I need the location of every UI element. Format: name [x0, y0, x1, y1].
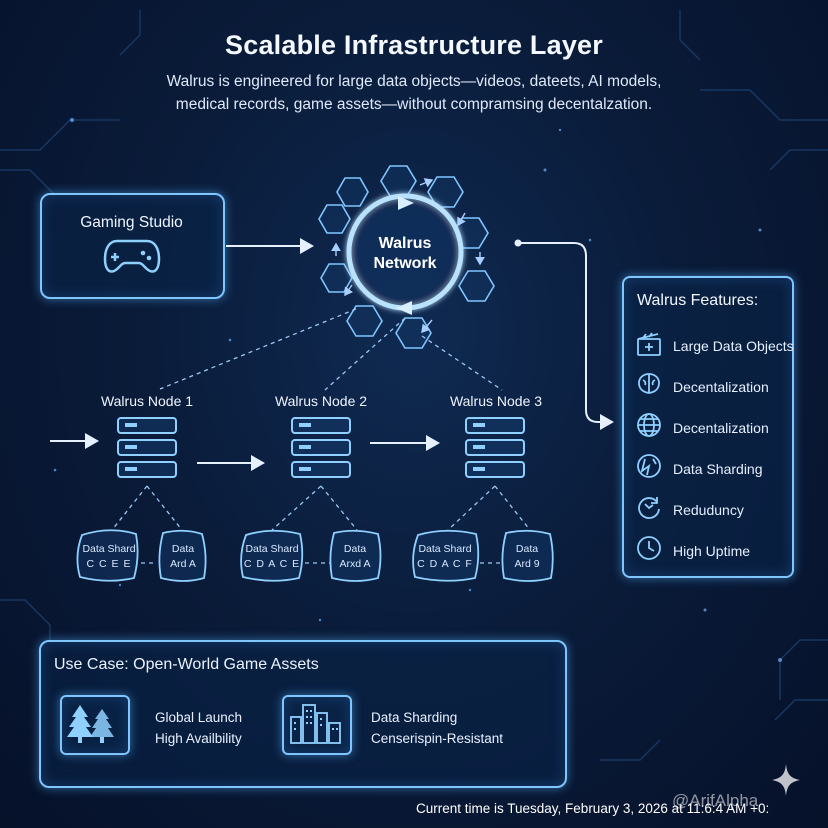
node-1-label: Walrus Node 1	[100, 393, 194, 409]
refresh-icon	[638, 497, 660, 519]
shard-6-line1: Data	[515, 543, 539, 555]
gaming-studio-box	[40, 193, 225, 299]
shard-5-line1: Data Shard	[418, 543, 472, 555]
gaming-studio-label: Gaming Studio	[80, 214, 183, 231]
city-icon	[290, 704, 341, 744]
shard-3-label: Data Shard C D A C E	[233, 543, 311, 570]
subtitle-line-2: medical records, game assets—without com…	[175, 96, 653, 113]
forest-icon	[67, 705, 114, 743]
shard-3-line2: C D A C E	[243, 558, 301, 570]
feature-item-large-data-objects: Large Data Objects	[673, 338, 794, 354]
shard-5-shape	[412, 529, 480, 582]
feature-item-high-uptime: High Uptime	[673, 543, 751, 559]
clock-icon	[637, 536, 661, 560]
use-case-title: Use Case: Open-World Game Assets	[54, 656, 319, 673]
shard-4-line1: Data	[343, 543, 367, 555]
network-to-features-connector	[518, 242, 614, 430]
node-1-server-icon	[117, 417, 177, 478]
shard-5-line2: C D A C F	[417, 558, 473, 570]
shard-1-line2: C C E E	[86, 558, 132, 570]
node-3-label: Walrus Node 3	[449, 393, 543, 409]
shard-2-label: Data Ard A	[153, 543, 213, 570]
shard-4-label: Data Arxd A	[325, 543, 385, 570]
shard-icon	[637, 454, 661, 478]
node-2-label: Walrus Node 2	[274, 393, 368, 409]
features-icons	[637, 332, 661, 560]
feature-item-redundancy: Redudu​ncy	[673, 502, 744, 518]
shard-3-shape	[240, 529, 304, 582]
node-3-server-icon	[465, 417, 525, 478]
features-title: Walrus Features:	[637, 292, 759, 309]
shard-4-line2: Arxd A	[339, 558, 371, 570]
video-clapper-icon	[637, 332, 661, 356]
shard-5-label: Data Shard C D A C F	[406, 543, 484, 570]
shard-4-shape	[329, 529, 382, 582]
shard-2-line1: Data	[171, 543, 195, 555]
shard-2-shape	[158, 529, 207, 582]
footer-timestamp: Current time is Tuesday, February 3, 202…	[416, 801, 770, 816]
use-case-1-line1: Global Launch	[155, 710, 243, 725]
feature-item-decentralization-1: Decentalization	[673, 379, 769, 395]
shard-6-shape	[501, 529, 554, 582]
sparkle-icon	[772, 764, 800, 796]
shard-2-line2: Ard A	[170, 558, 196, 570]
shard-1-label: Data Shard C C E E	[70, 543, 148, 570]
use-case-1-line2: High Availbility	[155, 731, 242, 746]
shard-3-line1: Data Shard	[245, 543, 299, 555]
node-2-server-icon	[291, 417, 351, 478]
shard-1-shape	[76, 529, 139, 582]
shard-6-line2: Ard 9	[514, 558, 540, 570]
page-title: Scalable Infrastructure Layer	[225, 30, 603, 60]
watermark: @ArifAlpha	[672, 791, 759, 810]
network-cycle-arrowhead-bottom	[396, 301, 412, 315]
walrus-network-label-line1: Walrus	[378, 235, 432, 252]
globe-icon	[637, 413, 661, 437]
subtitle-line-1: Walrus is engineered for large data obje…	[166, 73, 662, 90]
gamepad-icon	[103, 239, 161, 273]
shard-1-line1: Data Shard	[82, 543, 136, 555]
feature-item-decentralization-2: Decentalization	[673, 420, 769, 436]
brain-icon	[638, 373, 660, 394]
use-case-2-line2: Censerispin-Resistant	[371, 731, 504, 746]
shard-6-label: Data Ard 9	[497, 543, 557, 570]
features-panel	[622, 276, 794, 578]
use-case-2-line1: Data Sharding	[371, 710, 458, 725]
feature-item-data-sharding: Data Sharding	[673, 461, 763, 477]
walrus-network-label: Walrus Network	[355, 234, 455, 274]
walrus-network-label-line2: Network	[373, 255, 437, 272]
network-cycle-arrowhead-top	[398, 196, 414, 210]
